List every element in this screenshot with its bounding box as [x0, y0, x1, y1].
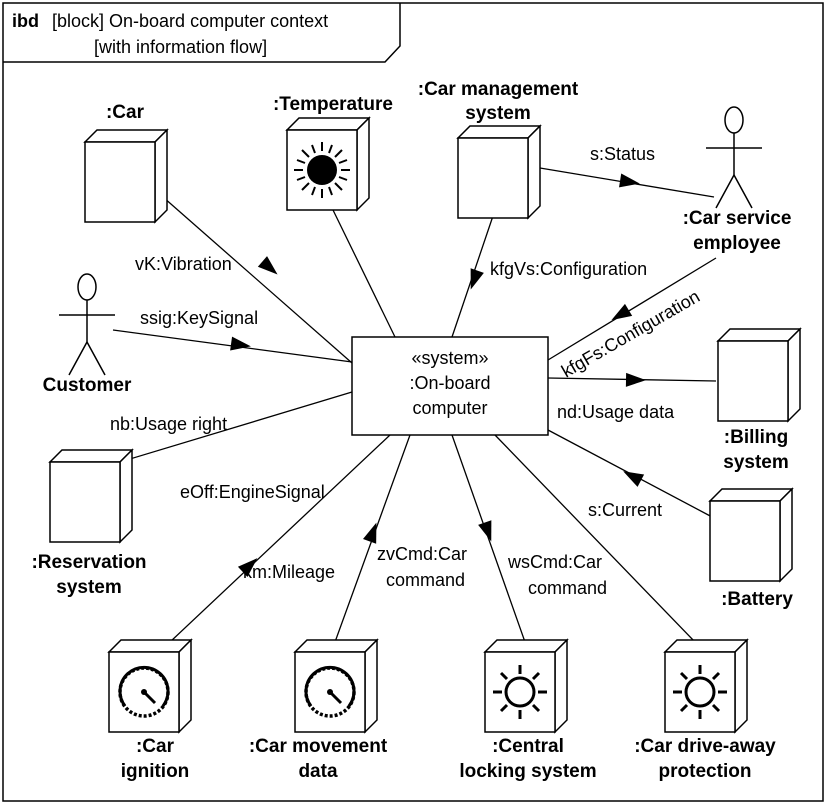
block-reservation-system[interactable]: :Reservation system	[31, 449, 147, 598]
connector-reservation	[109, 391, 353, 466]
block-battery-label: :Battery	[721, 589, 793, 610]
flow-label-kfgvs: kfgVs:Configuration	[490, 259, 647, 279]
block-car-movement-data[interactable]: :Car movement data	[249, 639, 388, 782]
connector-ignition	[169, 434, 391, 643]
block-car-drive-away-protection[interactable]: :Car drive-away protection	[634, 639, 776, 782]
actor-car-service-label-1: :Car service	[683, 208, 792, 229]
flow-label-engine-signal: eOff:EngineSignal	[180, 482, 325, 502]
block-car-management-label-2: system	[465, 103, 531, 124]
flow-label-usage-right: nb:Usage right	[110, 414, 227, 434]
block-central-locking-label-2: locking system	[459, 761, 596, 782]
flow-label-usage-data: nd:Usage data	[557, 402, 675, 422]
block-reservation-label-1: :Reservation	[31, 552, 146, 573]
block-car-management-label-1: :Car management	[418, 79, 579, 100]
flow-label-zvcmd-2: command	[386, 570, 465, 590]
flow-label-wscmd-2: command	[528, 578, 607, 598]
connector-car	[154, 189, 353, 364]
flow-label-kfgfs: kfgFs:Configuration	[558, 286, 703, 381]
gauge-icon	[304, 665, 356, 718]
block-battery[interactable]: :Battery	[709, 488, 793, 610]
flow-label-status: s:Status	[590, 144, 655, 164]
block-car-ignition-label-1: :Car	[136, 736, 175, 757]
sun-icon	[294, 142, 350, 198]
block-central-locking-label-1: :Central	[492, 736, 564, 757]
flow-label-current: s:Current	[588, 500, 662, 520]
block-central-locking-system[interactable]: :Central locking system	[459, 639, 597, 782]
frame-kind: ibd	[12, 11, 39, 31]
connector-configuration	[547, 257, 717, 361]
system-block[interactable]: «system» :On-board computer	[351, 336, 549, 436]
sun-outline-icon	[493, 665, 547, 719]
gauge-icon	[118, 665, 170, 718]
flow-label-vibration: vK:Vibration	[135, 254, 232, 274]
arrow-wscmd	[478, 520, 492, 542]
block-car-ignition[interactable]: :Car ignition	[108, 639, 192, 782]
system-stereotype: «system»	[411, 348, 488, 368]
block-billing-system[interactable]: :Billing system	[717, 328, 801, 473]
sun-outline-icon	[673, 665, 727, 719]
frame-header-line2: [with information flow]	[94, 37, 267, 57]
arrow-usage-data	[625, 372, 646, 387]
arrow-current	[623, 471, 645, 487]
arrow-vibration	[257, 256, 278, 275]
flow-label-mileage: km:Mileage	[243, 562, 335, 582]
block-drive-away-label-2: protection	[659, 761, 752, 782]
connector-central-locking	[451, 434, 526, 643]
arrow-kfgfs	[611, 303, 633, 321]
block-car-movement-label-2: data	[298, 761, 338, 782]
frame-header-line1: [block] On-board computer context	[52, 11, 328, 31]
frame-header-tab	[3, 3, 401, 63]
arrow-kfgvs	[470, 268, 484, 290]
block-car-ignition-label-2: ignition	[121, 761, 190, 782]
block-drive-away-label-1: :Car drive-away	[634, 736, 776, 757]
actor-customer-label: Customer	[43, 375, 132, 396]
flow-label-keysignal: ssig:KeySignal	[140, 308, 258, 328]
system-name-line1: :On-board	[409, 373, 490, 393]
arrow-mileage	[237, 558, 258, 577]
block-temperature-label: :Temperature	[273, 94, 393, 115]
arrow-status	[619, 173, 640, 188]
flow-label-wscmd-1: wsCmd:Car	[507, 552, 602, 572]
block-car-management-system[interactable]: :Car management system	[418, 79, 579, 219]
block-car-label: :Car	[106, 102, 145, 123]
actor-customer[interactable]: Customer	[43, 273, 132, 396]
block-reservation-label-2: system	[56, 577, 122, 598]
block-billing-label-1: :Billing	[724, 427, 788, 448]
block-billing-label-2: system	[723, 452, 789, 473]
block-temperature[interactable]: :Temperature	[273, 94, 393, 211]
flow-label-zvcmd-1: zvCmd:Car	[377, 544, 467, 564]
block-car[interactable]: :Car	[84, 102, 168, 223]
arrow-keysignal	[230, 336, 251, 351]
block-car-movement-label-1: :Car movement	[249, 736, 388, 757]
connector-temperature	[332, 209, 396, 338]
connector-drive-away	[494, 434, 696, 643]
system-name-line2: computer	[412, 398, 487, 418]
actor-car-service-label-2: employee	[693, 233, 781, 254]
actor-car-service-employee[interactable]: :Car service employee	[683, 106, 792, 254]
flow-arrowheads	[230, 173, 646, 577]
arrow-zvcmd	[363, 522, 377, 544]
